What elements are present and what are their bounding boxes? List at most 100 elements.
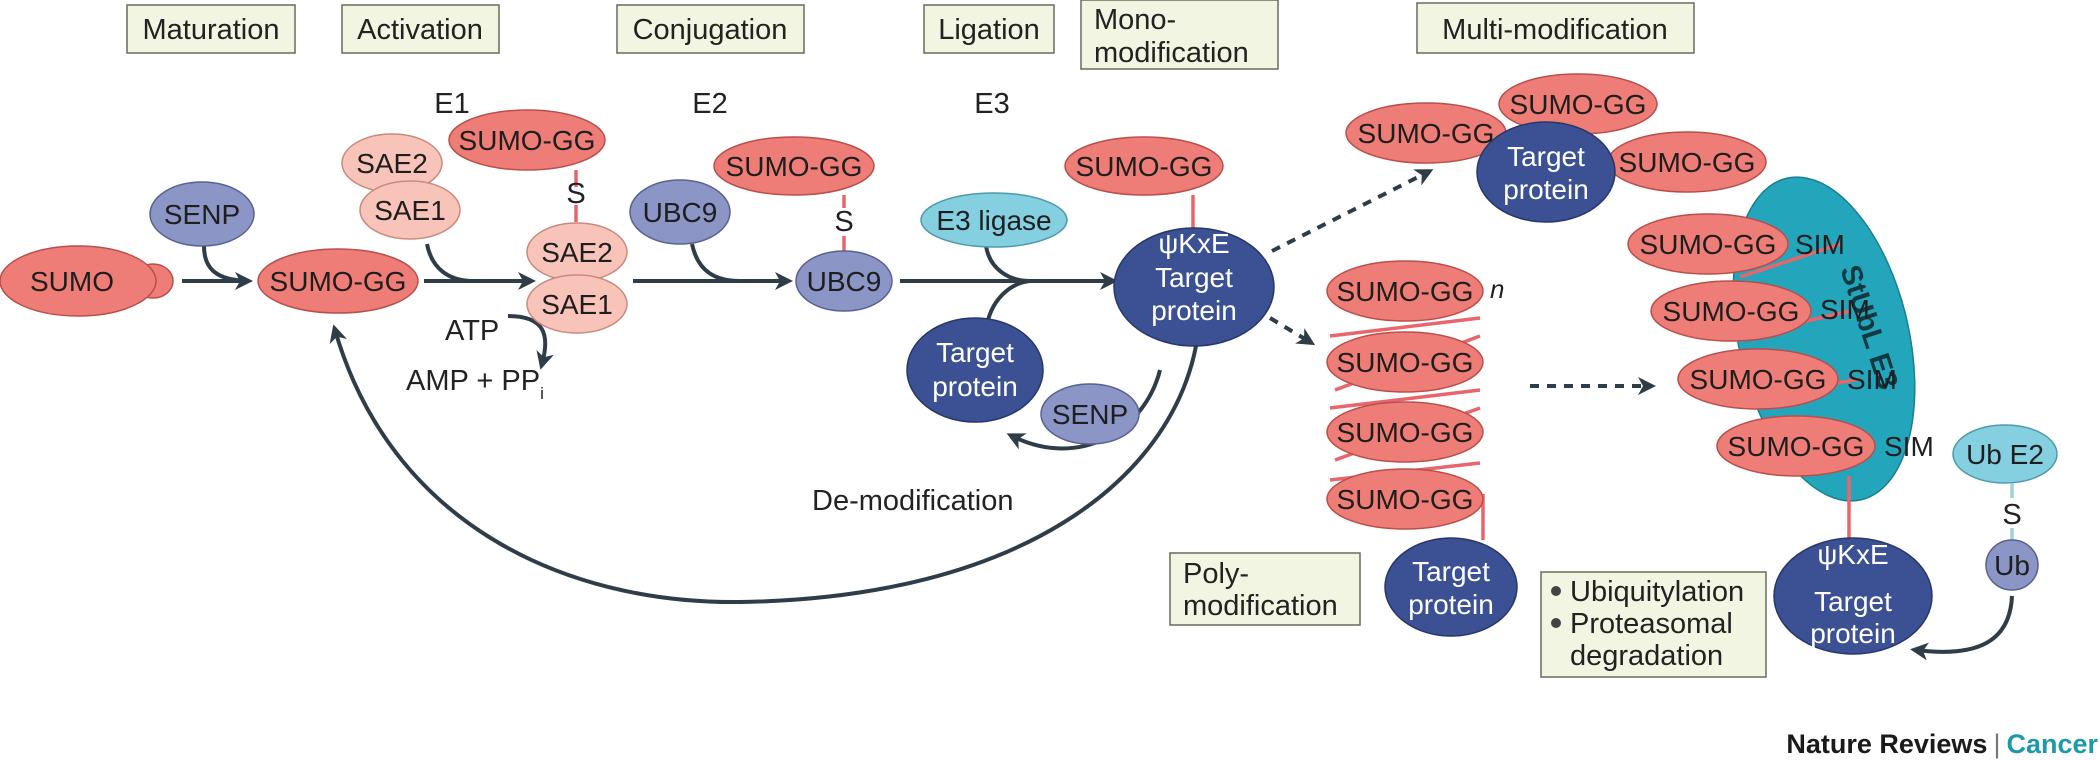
target-stubl-line2: protein (1810, 618, 1896, 649)
sumo-gg-poly-4-label: SUMO-GG (1337, 484, 1474, 515)
stage-multi-modification: Multi-modification (1416, 2, 1695, 54)
target-protein-poly: Target protein (1384, 537, 1518, 637)
target-multi-line1: Target (1507, 141, 1585, 172)
demodification-label: De-modification (812, 485, 1013, 517)
amp-pp-subscript: i (540, 384, 544, 403)
sumo-gg-mono: SUMO-GG (1064, 136, 1224, 196)
sae2-free-label: SAE2 (356, 148, 428, 179)
stage-ligation-label: Ligation (938, 14, 1040, 46)
sumo-gg-stubl-2-label: SUMO-GG (1663, 296, 1800, 327)
sumo-precursor: SUMO (0, 245, 174, 317)
ubc9-free: UBC9 (629, 179, 731, 245)
sae1-free-label: SAE1 (374, 195, 446, 226)
e3-ligase-label: E3 ligase (936, 205, 1051, 236)
target-protein-multi: Target protein (1476, 121, 1616, 223)
target-mono-line2: protein (1151, 295, 1237, 326)
stage-poly-modification: Poly- modification (1169, 552, 1361, 626)
sumo-gg-multi-top: SUMO-GG (1498, 73, 1658, 135)
ub-e2-label: Ub E2 (1966, 439, 2044, 470)
ub-label: Ub (1994, 550, 2030, 581)
sumo-gg-poly-1: SUMO-GG (1326, 260, 1484, 322)
sumo-gg-multi-top-label: SUMO-GG (1510, 89, 1647, 120)
sumo-gg-poly-1-label: SUMO-GG (1337, 276, 1474, 307)
target-protein-stubl: ψKxE Target protein (1773, 537, 1933, 655)
motif-stubl: ψKxE (1817, 539, 1888, 570)
bullet-icon (1551, 618, 1561, 628)
stage-maturation: Maturation (126, 4, 296, 54)
amp-pp-main: AMP + PP (406, 365, 540, 397)
senp-label: SENP (164, 199, 240, 230)
enzyme-label-e2: E2 (692, 88, 727, 120)
stage-mono-modification: Mono- modification (1080, 0, 1279, 70)
arrow-sae-feed (425, 243, 471, 283)
stage-activation-label: Activation (357, 14, 483, 46)
motif-mono: ψKxE (1158, 228, 1229, 259)
chain-length-n: n (1490, 274, 1504, 304)
target-multi-line2: protein (1503, 174, 1589, 205)
sumo-gg-stubl-3: SUMO-GG (1677, 348, 1839, 410)
sumo-gg-e1-label: SUMO-GG (459, 125, 596, 156)
sumo-gg-poly-4: SUMO-GG (1326, 468, 1484, 530)
sumo-gg-e2-label: SUMO-GG (726, 151, 863, 182)
stage-poly-line1: Poly- (1183, 558, 1249, 590)
sae1-complex-label: SAE1 (541, 289, 613, 320)
sumo-gg-stubl-2: SUMO-GG (1650, 280, 1812, 342)
sumo-gg-stubl-4-label: SUMO-GG (1728, 431, 1865, 462)
ubc9-loaded-label: UBC9 (807, 266, 882, 297)
atp-label: ATP (445, 315, 499, 347)
stage-mono-line1: Mono- (1094, 4, 1176, 36)
enzyme-label-e3: E3 (974, 88, 1009, 120)
senp-demod-label: SENP (1052, 399, 1128, 430)
target-free-line2: protein (932, 371, 1018, 402)
sumo-gg-poly-3: SUMO-GG (1326, 401, 1484, 463)
stage-activation: Activation (341, 4, 500, 54)
sumo-gg-stubl-4: SUMO-GG (1716, 415, 1876, 477)
sumo-gg-e1: SUMO-GG (448, 109, 606, 171)
arrow-ub-to-target (1910, 595, 2014, 661)
sumo-gg-multi-right-label: SUMO-GG (1619, 147, 1756, 178)
target-poly-line2: protein (1408, 589, 1494, 620)
sumo-gg-mature: SUMO-GG (257, 248, 419, 314)
sim-4: SIM (1884, 431, 1934, 462)
target-stubl-line1: Target (1814, 586, 1892, 617)
bullet-icon (1551, 586, 1561, 596)
arrow-ubc9-feed (690, 243, 741, 283)
ubiquitin: Ub (1985, 539, 2039, 591)
stage-conjugation: Conjugation (616, 4, 805, 54)
arrow-to-multi-modification (1271, 169, 1434, 253)
stage-mono-line2: modification (1094, 37, 1249, 69)
sae2-free: SAE2 (341, 133, 443, 193)
ubc9-free-label: UBC9 (643, 197, 718, 228)
sumo-gg-mature-label: SUMO-GG (270, 266, 407, 297)
outcome-proteasomal: Proteasomal (1570, 608, 1733, 640)
brand-section: Cancer (2006, 729, 2098, 759)
sae1-free: SAE1 (359, 180, 461, 240)
sim-2: SIM (1820, 294, 1870, 325)
sae2-complex: SAE2 (526, 222, 628, 282)
ub-e2: Ub E2 (1952, 424, 2058, 484)
sim-3: SIM (1847, 364, 1897, 395)
arrow-e3-feed (984, 245, 1031, 283)
outcome-box: Ubiquitylation Proteasomal degradation (1540, 571, 1767, 678)
target-mono-line1: Target (1155, 262, 1233, 293)
thioester-s-e1: S (566, 178, 585, 210)
thioester-s-ub: S (2002, 499, 2021, 531)
ubc9-loaded: UBC9 (795, 250, 893, 312)
target-poly-line1: Target (1412, 556, 1490, 587)
stage-ligation: Ligation (923, 4, 1055, 54)
arrow-demodification-to-sumo (329, 324, 1198, 605)
sumo-gg-poly-2: SUMO-GG (1326, 331, 1484, 393)
sumo-gg-multi-left: SUMO-GG (1345, 102, 1507, 164)
brand-credit: Nature Reviews|Cancer (1786, 729, 2098, 759)
stage-maturation-label: Maturation (142, 14, 279, 46)
sumo-gg-poly-2-label: SUMO-GG (1337, 347, 1474, 378)
brand-separator: | (1993, 729, 2000, 759)
sumo-gg-stubl-1-label: SUMO-GG (1640, 229, 1777, 260)
e3-ligase: E3 ligase (920, 192, 1068, 248)
arrow-senp-feed (202, 245, 248, 283)
stage-multi-label: Multi-modification (1442, 14, 1668, 46)
sumo-gg-mono-label: SUMO-GG (1076, 151, 1213, 182)
senp-demodification: SENP (1040, 383, 1140, 445)
amp-pp-label: AMP + PPi (406, 365, 544, 403)
